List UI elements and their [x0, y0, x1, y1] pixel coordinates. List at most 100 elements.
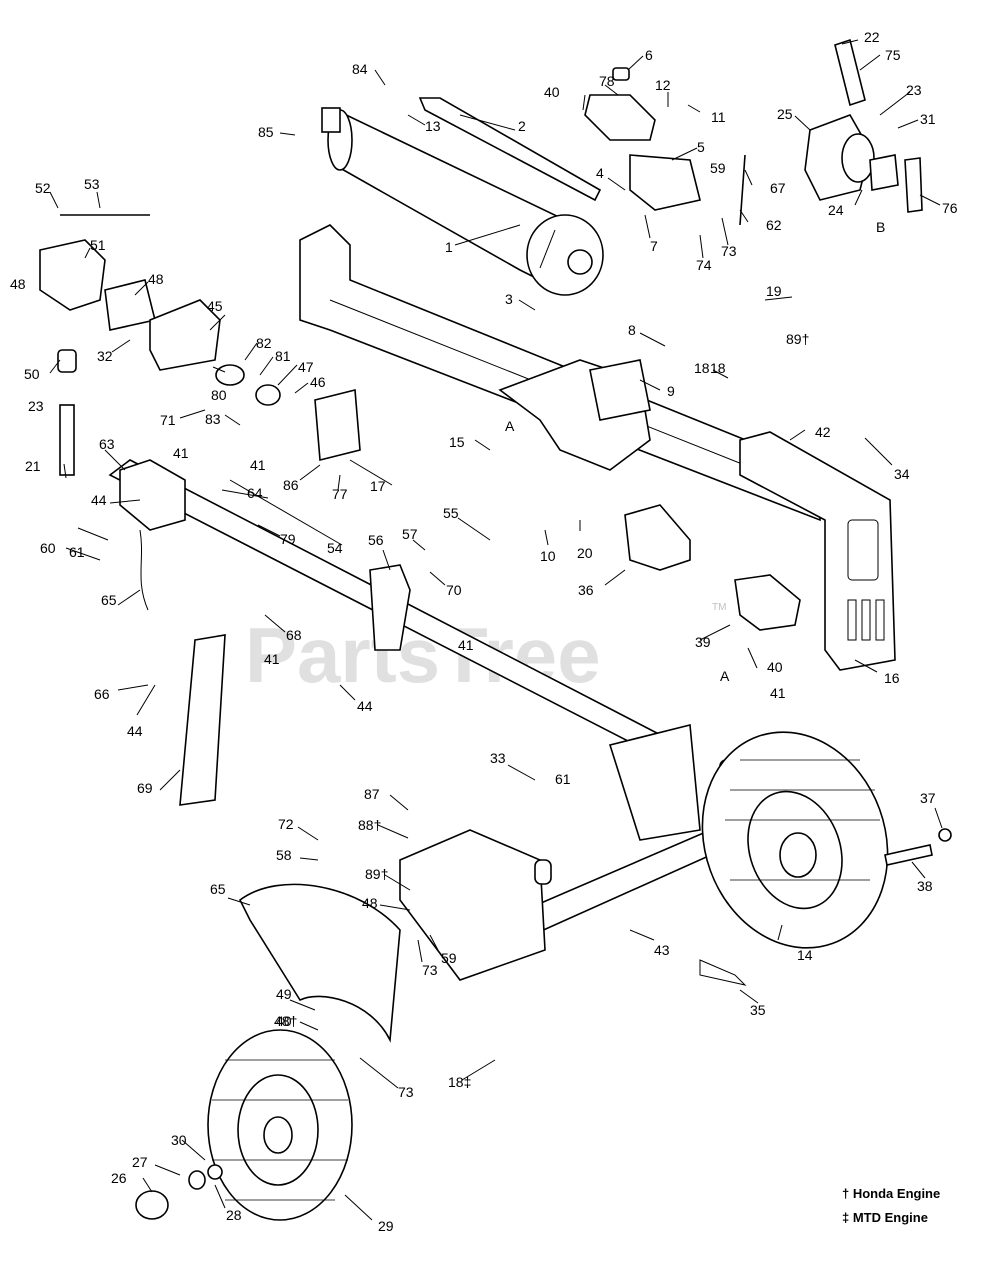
callout: 12: [655, 77, 671, 93]
end-plate: [739, 431, 896, 671]
hydraulic-cylinder: [321, 97, 604, 296]
callout: A: [720, 668, 730, 684]
callout: 24: [828, 202, 844, 218]
callout: 64: [247, 485, 263, 501]
legend-honda: † Honda Engine: [842, 1186, 940, 1201]
log-cradles: [624, 504, 801, 631]
callout: 28: [226, 1207, 242, 1223]
left-fender: [238, 883, 401, 1043]
callout: 44: [357, 698, 373, 714]
callout: 25: [777, 106, 793, 122]
callout: 65: [101, 592, 117, 608]
callout: B: [876, 219, 885, 235]
callout: 46: [310, 374, 326, 390]
engine-legend: † Honda Engine ‡ MTD Engine: [842, 1186, 940, 1225]
pump-group: [39, 214, 361, 476]
callout: 18‡: [448, 1074, 471, 1090]
callout: 18: [694, 360, 710, 376]
callout: 76: [942, 200, 958, 216]
callout: 50: [24, 366, 40, 382]
callout: 19: [766, 283, 782, 299]
callout: 48: [148, 271, 164, 287]
callout: 44: [91, 492, 107, 508]
callout: 52: [35, 180, 51, 196]
callout: 74: [696, 257, 712, 273]
callout: 8: [628, 322, 636, 338]
callout: 53: [84, 176, 100, 192]
callout: 89†: [365, 866, 388, 882]
callout: 81: [275, 348, 291, 364]
callout: 16: [884, 670, 900, 686]
callout: 38: [917, 878, 933, 894]
callout: 55: [443, 505, 459, 521]
callout: 82: [256, 335, 272, 351]
callout: 63: [99, 436, 115, 452]
oil-filter: [804, 38, 923, 213]
callout: 34: [894, 466, 910, 482]
callout: 1: [445, 239, 453, 255]
callout: 48†: [274, 1013, 297, 1029]
callout: 68: [286, 627, 302, 643]
callout: 40: [767, 659, 783, 675]
callout: 39: [695, 634, 711, 650]
callout: 51: [90, 237, 106, 253]
callout: 7: [650, 238, 658, 254]
callout: 80: [211, 387, 227, 403]
right-wheel: [701, 731, 889, 949]
callout: 85: [258, 124, 274, 140]
callout: 10: [540, 548, 556, 564]
callout: 33: [490, 750, 506, 766]
callout: 59: [710, 160, 726, 176]
callout: 4: [596, 165, 604, 181]
legend-mtd: ‡ MTD Engine: [842, 1210, 928, 1225]
tow-tongue: [108, 459, 682, 806]
leader-lines: [49, 39, 943, 1221]
callout: 2: [518, 118, 526, 134]
callout: 20: [577, 545, 593, 561]
callout: 15: [449, 434, 465, 450]
callout: 22: [864, 29, 880, 45]
left-wheel: [207, 1029, 353, 1221]
callout: 62: [766, 217, 782, 233]
callout: 65: [210, 881, 226, 897]
callout: 83: [205, 411, 221, 427]
callout: 70: [446, 582, 462, 598]
callout: 66: [94, 686, 110, 702]
callout: 14: [797, 947, 813, 963]
callout: 56: [368, 532, 384, 548]
callout: 42: [815, 424, 831, 440]
callout: 13: [425, 118, 441, 134]
callout-labels: 1 2 3 4 5 6 7 8 9 10 11 12 13 14 15 16 1…: [10, 29, 958, 1234]
callout: 27: [132, 1154, 148, 1170]
callout: 43: [654, 942, 670, 958]
callout: 78: [599, 73, 615, 89]
callout: 73: [398, 1084, 414, 1100]
callout: 11: [711, 109, 726, 125]
callout: 75: [885, 47, 901, 63]
callout: 40: [276, 1013, 292, 1029]
callout: 17: [370, 478, 386, 494]
callout: 31: [920, 111, 936, 127]
callout: 44: [127, 723, 143, 739]
hub-cap: [135, 1164, 223, 1220]
callout: 30: [171, 1132, 187, 1148]
callout: 21: [25, 458, 41, 474]
callout: 89†: [786, 331, 809, 347]
watermark-tm: TM: [712, 602, 726, 613]
callout: 60: [40, 540, 56, 556]
callout: 35: [750, 1002, 766, 1018]
callout: 41: [770, 685, 786, 701]
valve-group: [584, 67, 746, 226]
callout: 72: [278, 816, 294, 832]
callout: 18: [710, 360, 726, 376]
callout: 41: [264, 651, 280, 667]
callout: 23: [28, 398, 44, 414]
callout: 69: [137, 780, 153, 796]
callout: 86: [283, 477, 299, 493]
callout: 88†: [358, 817, 381, 833]
callout: 45: [207, 298, 223, 314]
callout: 41: [250, 457, 266, 473]
hitch-pin: [699, 828, 952, 986]
callout: A: [505, 418, 515, 434]
